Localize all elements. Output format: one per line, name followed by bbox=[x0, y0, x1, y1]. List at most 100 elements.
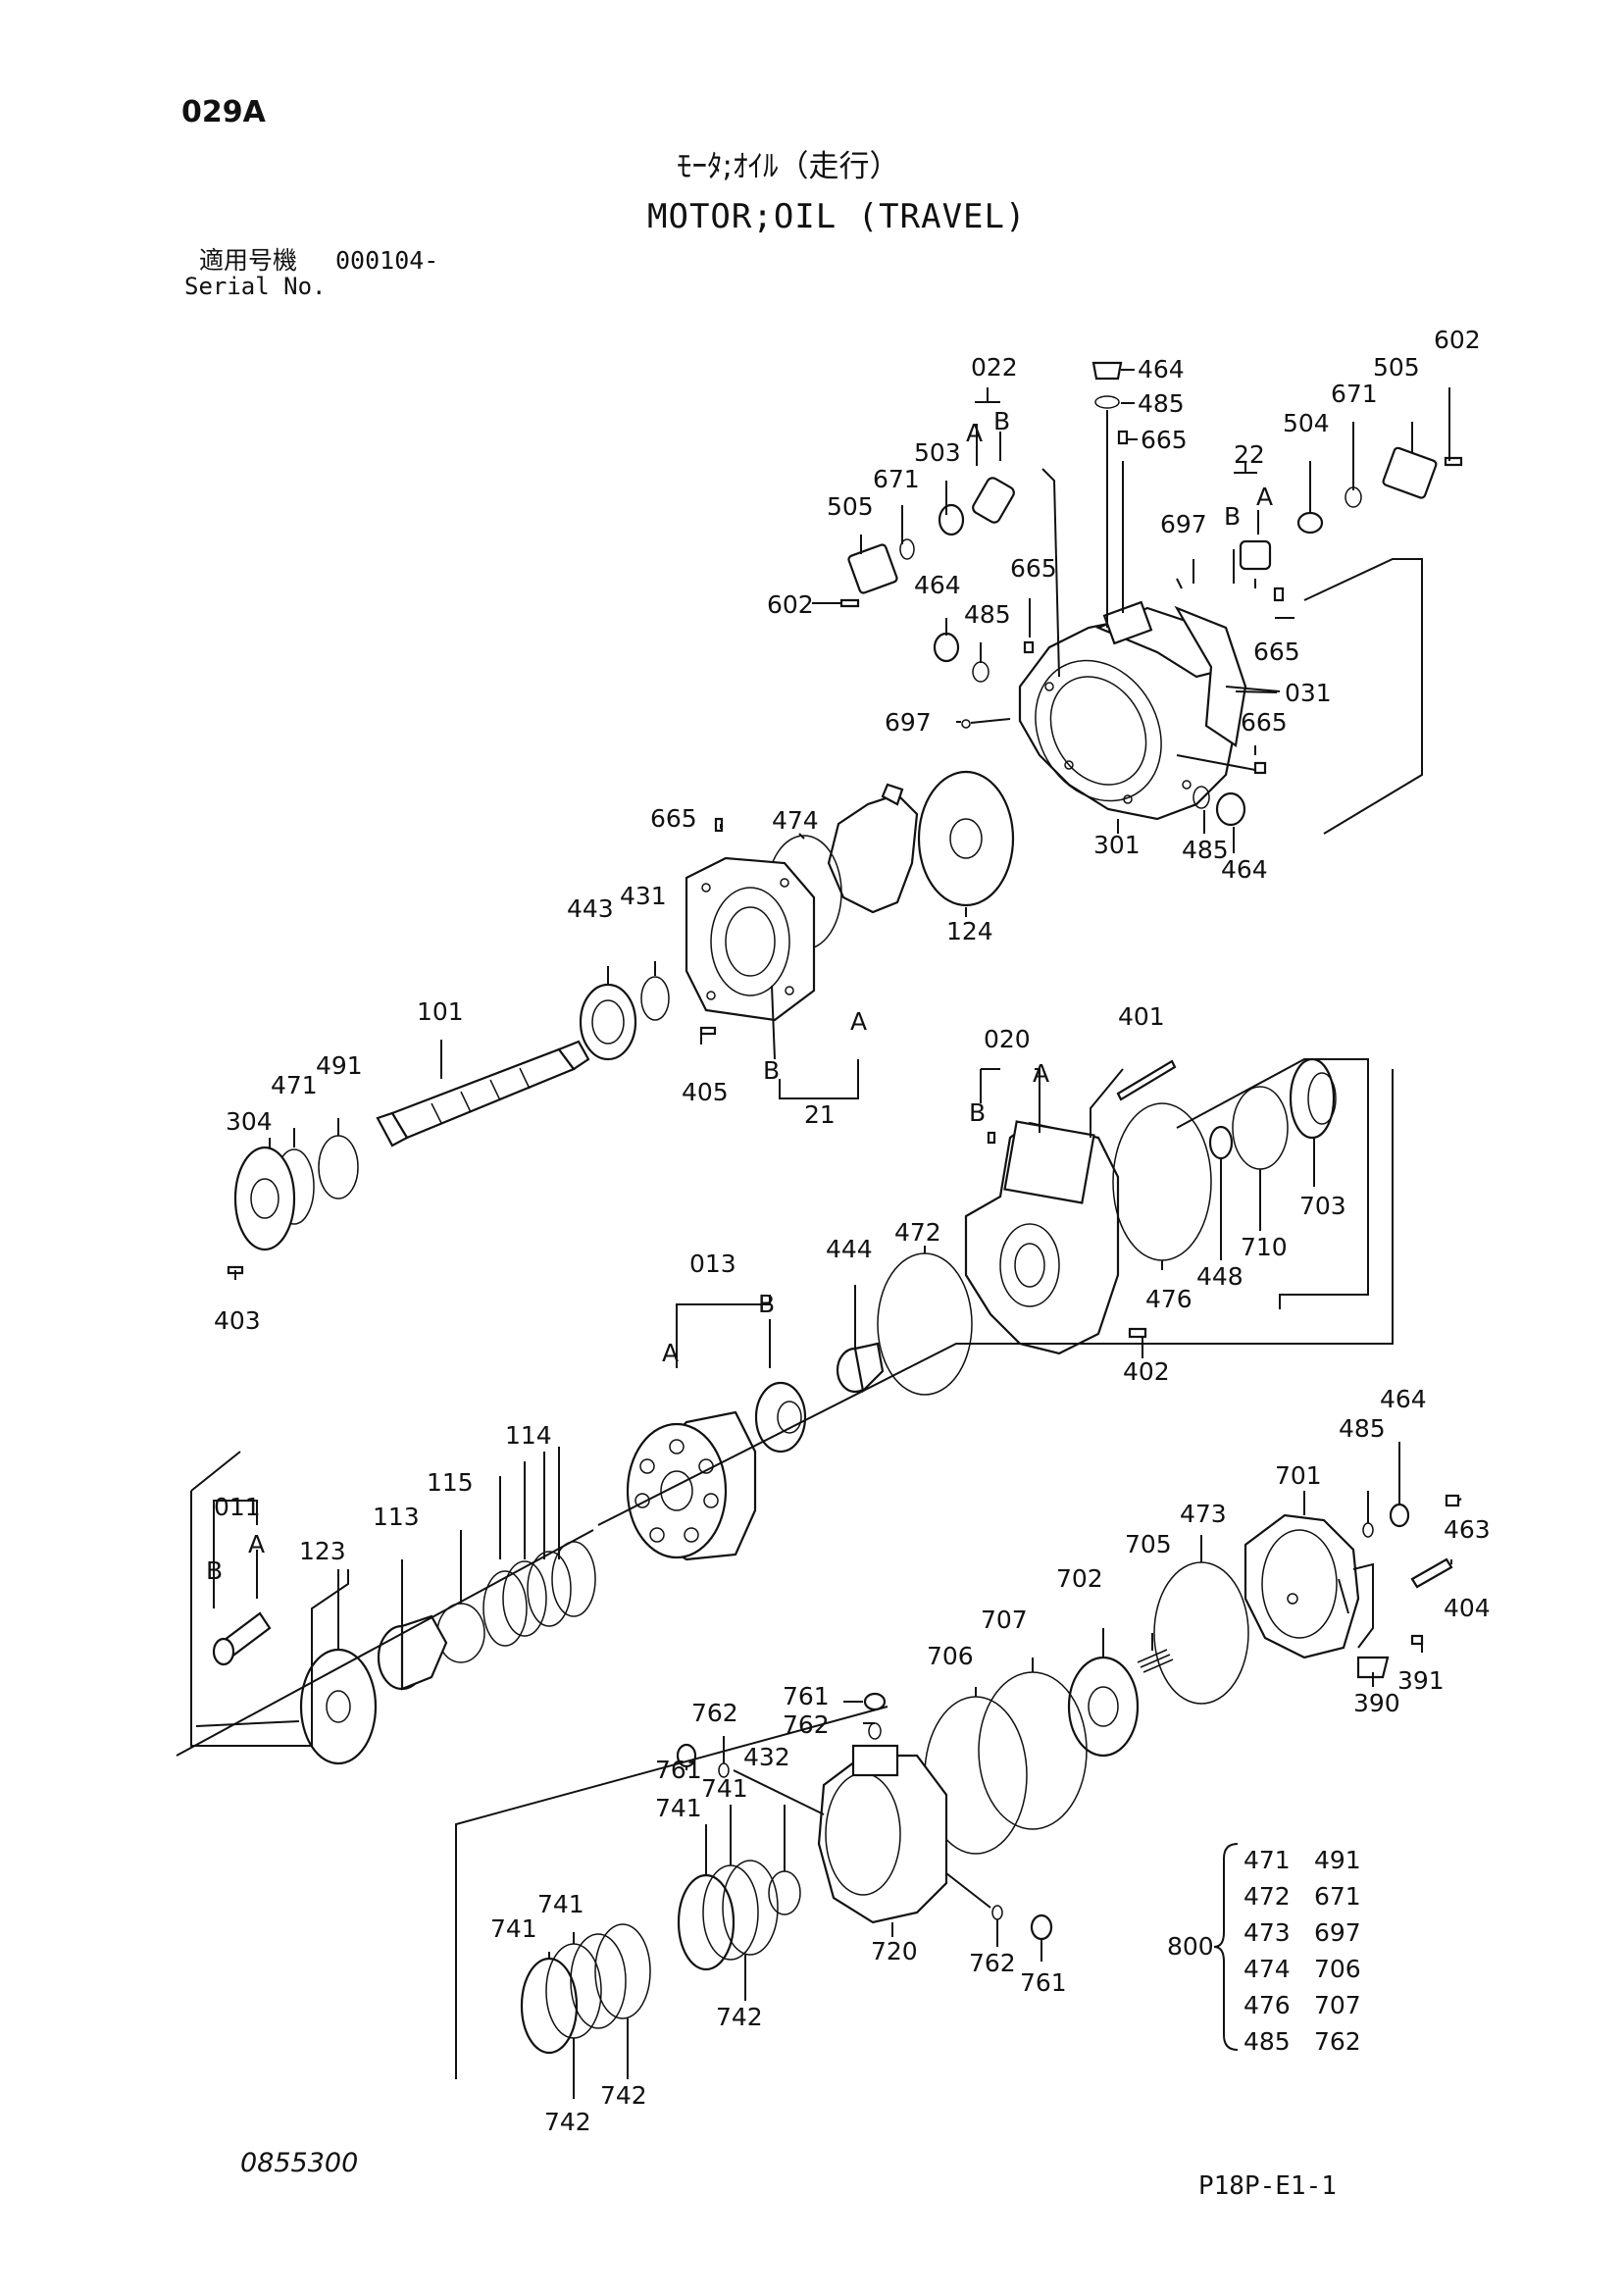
callout-504: 504 bbox=[1283, 409, 1330, 437]
kit-item: 697 bbox=[1314, 1918, 1361, 1947]
callout-464: 464 bbox=[1138, 355, 1185, 383]
callout-702: 702 bbox=[1056, 1564, 1103, 1593]
kit-item: 671 bbox=[1314, 1882, 1361, 1911]
callout-665: 665 bbox=[1253, 638, 1300, 666]
callout-503: 503 bbox=[914, 438, 961, 467]
callout-485: 485 bbox=[1138, 389, 1185, 418]
callout-A: A bbox=[850, 1007, 867, 1036]
callout-402: 402 bbox=[1123, 1357, 1170, 1386]
callout-431: 431 bbox=[620, 882, 667, 910]
callout-A: A bbox=[966, 419, 983, 447]
callout-405: 405 bbox=[682, 1078, 729, 1106]
callout-022: 022 bbox=[971, 353, 1018, 382]
callout-464: 464 bbox=[914, 571, 961, 599]
callout-741: 741 bbox=[490, 1914, 537, 1943]
callout-B: B bbox=[206, 1556, 223, 1585]
shaft-group bbox=[227, 770, 1015, 1275]
kit-item: 706 bbox=[1314, 1955, 1361, 1983]
callout-474: 474 bbox=[772, 806, 819, 835]
callout-703: 703 bbox=[1299, 1192, 1346, 1220]
kit-item: 707 bbox=[1314, 1991, 1361, 2019]
callout-476: 476 bbox=[1145, 1285, 1193, 1313]
callout-444: 444 bbox=[826, 1235, 873, 1263]
callout-390: 390 bbox=[1353, 1689, 1400, 1717]
callout-505: 505 bbox=[827, 492, 874, 521]
serial-label-japanese: 適用号機 bbox=[199, 246, 298, 275]
kit-item: 762 bbox=[1314, 2027, 1361, 2056]
callout-443: 443 bbox=[567, 894, 614, 923]
callout-401: 401 bbox=[1118, 1002, 1165, 1031]
callout-115: 115 bbox=[427, 1468, 474, 1497]
callout-013: 013 bbox=[689, 1250, 736, 1278]
callout-762: 762 bbox=[969, 1949, 1016, 1977]
callout-485: 485 bbox=[1339, 1414, 1386, 1443]
callout-665: 665 bbox=[1141, 426, 1188, 454]
callout-485: 485 bbox=[1182, 836, 1229, 864]
callout-B: B bbox=[758, 1290, 775, 1318]
callout-665: 665 bbox=[650, 804, 697, 833]
title-english: MOTOR;OIL (TRAVEL) bbox=[647, 197, 1027, 236]
callout-710: 710 bbox=[1241, 1233, 1288, 1261]
kit-item: 491 bbox=[1314, 1846, 1361, 1874]
title-japanese: ﾓｰﾀ;ｵｲﾙ（走行） bbox=[677, 149, 900, 184]
callout-761: 761 bbox=[1020, 1968, 1067, 1997]
callout-471: 471 bbox=[271, 1071, 318, 1099]
callout-742: 742 bbox=[544, 2108, 591, 2136]
callout-101: 101 bbox=[417, 997, 464, 1026]
kit-item: 485 bbox=[1243, 2027, 1291, 2056]
callout-505: 505 bbox=[1373, 353, 1420, 382]
callout-472: 472 bbox=[894, 1218, 941, 1247]
callout-463: 463 bbox=[1444, 1515, 1491, 1544]
callout-448: 448 bbox=[1196, 1262, 1243, 1291]
serial-label-english: Serial No. bbox=[184, 273, 327, 300]
callout-301: 301 bbox=[1093, 831, 1141, 859]
callout-22: 22 bbox=[1234, 440, 1265, 469]
callout-124: 124 bbox=[946, 917, 993, 945]
leader-lines bbox=[234, 369, 1462, 2099]
callout-020: 020 bbox=[984, 1025, 1031, 1053]
callout-404: 404 bbox=[1444, 1594, 1491, 1622]
callout-031: 031 bbox=[1285, 679, 1332, 707]
valve-housing-group bbox=[836, 1057, 1369, 1396]
housing-301 bbox=[1018, 600, 1247, 821]
kit-800-list: 471 491 472 671 473 697 474 706 476 707 … bbox=[1243, 1846, 1361, 2056]
callout-741: 741 bbox=[701, 1774, 748, 1803]
callout-741: 741 bbox=[537, 1890, 584, 1918]
callout-B: B bbox=[993, 407, 1010, 435]
callout-473: 473 bbox=[1180, 1500, 1227, 1528]
page-reference: P18P-E1-1 bbox=[1198, 2171, 1337, 2201]
callout-labels: 022 464 485 665 602 505 671 504 22 A B 6… bbox=[206, 326, 1491, 2136]
kit-item: 471 bbox=[1243, 1846, 1291, 1874]
callout-720: 720 bbox=[871, 1937, 918, 1965]
kit-item: 474 bbox=[1243, 1955, 1291, 1983]
callout-671: 671 bbox=[873, 465, 920, 493]
kit-item: 473 bbox=[1243, 1918, 1291, 1947]
callout-485: 485 bbox=[964, 600, 1011, 629]
callout-742: 742 bbox=[600, 2081, 647, 2110]
callout-697: 697 bbox=[1160, 510, 1207, 538]
callout-761: 761 bbox=[783, 1682, 830, 1710]
callout-602: 602 bbox=[1434, 326, 1481, 354]
callout-A: A bbox=[1033, 1059, 1049, 1088]
callout-A: A bbox=[662, 1339, 679, 1367]
callout-762: 762 bbox=[783, 1710, 830, 1739]
callout-403: 403 bbox=[214, 1306, 261, 1335]
document-number: 0855300 bbox=[240, 2148, 359, 2178]
callout-A: A bbox=[1256, 483, 1273, 511]
callout-114: 114 bbox=[505, 1421, 552, 1450]
callout-671: 671 bbox=[1331, 380, 1378, 408]
callout-705: 705 bbox=[1125, 1530, 1172, 1558]
callout-21: 21 bbox=[804, 1100, 836, 1129]
callout-464: 464 bbox=[1221, 855, 1268, 884]
callout-A: A bbox=[248, 1530, 265, 1558]
brake-group bbox=[455, 1494, 1460, 2079]
callout-701: 701 bbox=[1275, 1461, 1322, 1490]
kit-item: 476 bbox=[1243, 1991, 1291, 2019]
callout-761: 761 bbox=[655, 1756, 702, 1784]
callout-B: B bbox=[1224, 502, 1241, 531]
callout-800: 800 bbox=[1167, 1932, 1214, 1961]
serial-value: 000104- bbox=[335, 246, 439, 275]
callout-707: 707 bbox=[981, 1606, 1028, 1634]
callout-113: 113 bbox=[373, 1503, 420, 1531]
